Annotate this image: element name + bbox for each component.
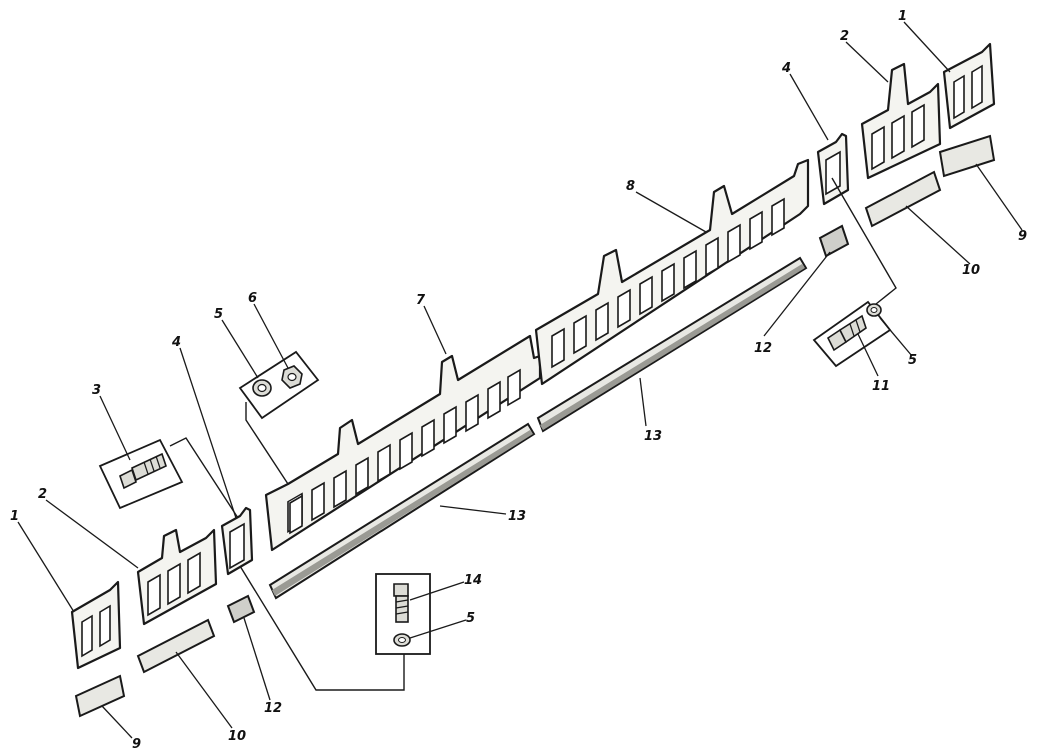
grate-8-slots bbox=[551, 197, 785, 369]
plate-10-left bbox=[136, 618, 216, 674]
link-spacer-4-to-bolt-14 bbox=[239, 565, 405, 691]
plate-9-right bbox=[938, 134, 996, 178]
callout-8: 8 bbox=[626, 179, 635, 194]
block-12-right bbox=[818, 224, 850, 258]
grate-bar-1-left bbox=[70, 580, 122, 670]
callout-11: 11 bbox=[872, 379, 890, 394]
grate-bar-2-left bbox=[136, 528, 218, 626]
grate-section-7 bbox=[264, 334, 542, 552]
grate-bar-2-right bbox=[860, 62, 942, 180]
callout-4-left: 4 bbox=[171, 335, 181, 350]
callout-5-lower: 5 bbox=[466, 611, 475, 626]
callout-7: 7 bbox=[416, 293, 426, 308]
callout-6: 6 bbox=[248, 291, 257, 306]
callout-9-right: 9 bbox=[1018, 229, 1027, 244]
callout-12-right: 12 bbox=[754, 341, 772, 356]
callout-3: 3 bbox=[92, 383, 101, 398]
callout-12-left: 12 bbox=[264, 701, 282, 716]
bolt-3-frame bbox=[98, 438, 184, 510]
nut-washer-frame-top bbox=[238, 350, 320, 420]
callout-10-right: 10 bbox=[962, 263, 980, 278]
callout-2-right: 2 bbox=[840, 29, 849, 44]
spacer-4-right bbox=[816, 132, 850, 206]
grate-section-8 bbox=[534, 158, 810, 386]
bar-13-upper bbox=[536, 256, 808, 433]
callout-1-right: 1 bbox=[898, 9, 907, 24]
link-bolt-3-to-spacer-4 bbox=[169, 437, 239, 519]
spacer-4-left bbox=[220, 506, 254, 576]
bolt-14-frame bbox=[375, 573, 431, 655]
grate-bar-1-right bbox=[942, 42, 996, 130]
link-spacer-4-right-to-bolt-11 bbox=[831, 177, 897, 305]
callout-13-lower: 13 bbox=[508, 509, 526, 524]
callout-1-left: 1 bbox=[10, 509, 19, 524]
callout-14: 14 bbox=[464, 573, 482, 588]
bolt-11-frame bbox=[812, 300, 892, 368]
callout-5-top: 5 bbox=[214, 307, 223, 322]
link-nut-to-grate-7 bbox=[245, 402, 289, 485]
callout-2-left: 2 bbox=[38, 487, 47, 502]
callout-13-upper: 13 bbox=[644, 429, 662, 444]
bar-13-lower bbox=[268, 422, 536, 600]
plate-10-right bbox=[864, 170, 942, 228]
grate-7-slots bbox=[289, 368, 521, 535]
callout-10-left: 10 bbox=[228, 729, 246, 744]
plate-9-left bbox=[74, 674, 126, 718]
callout-5-right: 5 bbox=[908, 353, 917, 368]
callout-9-left: 9 bbox=[132, 737, 141, 752]
block-12-left bbox=[226, 594, 256, 624]
callout-4-right: 4 bbox=[781, 61, 791, 76]
